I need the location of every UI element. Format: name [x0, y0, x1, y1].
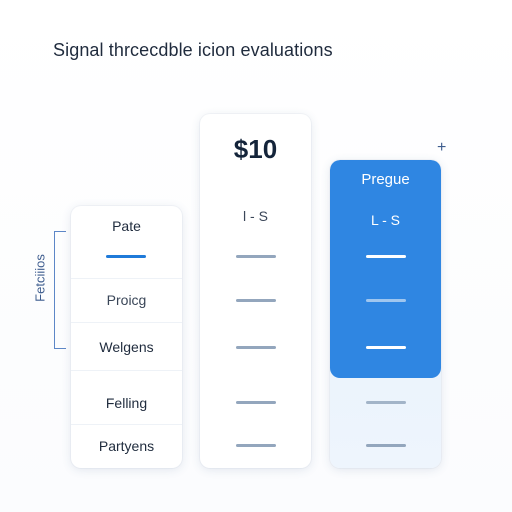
feature-value-dash [236, 346, 276, 349]
row-divider [71, 370, 182, 371]
feature-value-dash [366, 401, 406, 404]
feature-value-dash [366, 444, 406, 447]
row-divider [71, 424, 182, 425]
premium-plan-column[interactable]: Pregue L - S [330, 160, 441, 468]
feature-row-label: Felling [105, 395, 148, 411]
basic-sub-label: l - S [243, 208, 268, 224]
page-title: Signal thrcecdble icion evaluations [53, 40, 333, 60]
feature-value-dash [236, 444, 276, 447]
features-column: Pate Proicg Welgens Felling Partyens [71, 206, 182, 468]
feature-value-dash [236, 299, 276, 302]
features-bracket [54, 231, 66, 349]
premium-title: Pregue [361, 171, 410, 188]
plus-icon[interactable]: + [437, 139, 447, 156]
basic-plan-column[interactable]: $10 l - S [200, 114, 311, 468]
feature-value-dash [366, 255, 406, 258]
features-vertical-label: Fetciiios [32, 254, 48, 302]
premium-highlight [330, 160, 441, 378]
feature-row-label: Proicg [106, 292, 147, 308]
basic-price: $10 [233, 134, 278, 164]
feature-value-dash [236, 255, 276, 258]
premium-sub-label: L - S [370, 212, 401, 228]
row-divider [71, 278, 182, 279]
features-header: Pate [112, 218, 141, 234]
feature-row-label: Welgens [99, 339, 154, 355]
features-active-indicator [106, 255, 146, 258]
feature-value-dash [366, 346, 406, 349]
feature-value-dash [236, 401, 276, 404]
row-divider [71, 322, 182, 323]
feature-value-dash [366, 299, 406, 302]
feature-row-label: Partyens [98, 438, 155, 454]
